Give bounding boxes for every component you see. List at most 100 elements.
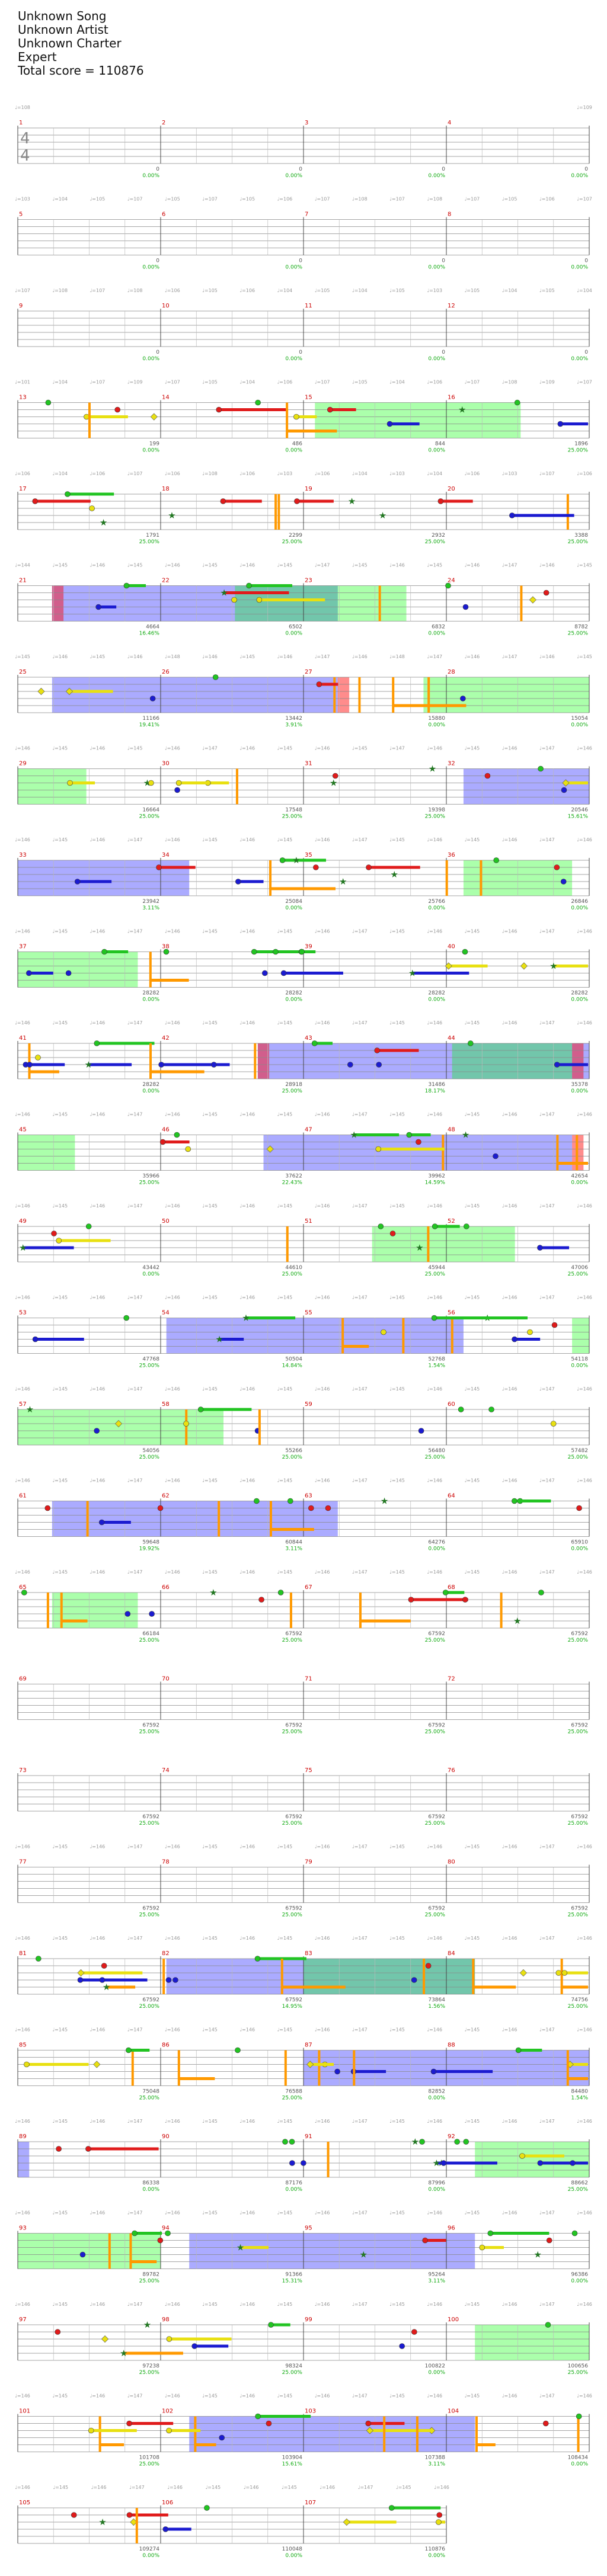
open-note — [341, 1318, 344, 1354]
note — [132, 2230, 138, 2237]
measure-number: 38 — [162, 944, 170, 950]
bpm-marker: ♩=145 — [282, 2485, 297, 2490]
bpm-marker: ♩=104 — [427, 471, 442, 476]
note — [36, 1956, 41, 1962]
note — [45, 399, 52, 406]
measure-percent: 0.00% — [571, 173, 588, 179]
bpm-marker: ♩=146 — [15, 1020, 30, 1026]
measure-score: 107388 — [425, 2455, 446, 2461]
bpm-marker: ♩=145 — [202, 1478, 218, 1484]
sustain-tail — [240, 2246, 269, 2249]
bpm-marker: ♩=146 — [502, 1203, 517, 1209]
measure-score: 11166 — [142, 716, 159, 722]
bpm-marker: ♩=146 — [90, 2027, 106, 2033]
measure-number: 101 — [19, 2408, 30, 2415]
bpm-marker: ♩=145 — [202, 1020, 218, 1026]
open-note — [162, 1959, 165, 1994]
note — [512, 1336, 517, 1343]
sustain-tail — [473, 1985, 516, 1989]
bpm-marker: ♩=145 — [202, 2119, 218, 2124]
bpm-marker: ♩=146 — [239, 1386, 255, 1392]
bpm-marker: ♩=146 — [427, 1936, 442, 1941]
note — [148, 780, 154, 786]
bpm-marker: ♩=147 — [352, 1295, 368, 1300]
bpm-marker: ♩=145 — [277, 2394, 293, 2399]
note — [212, 674, 219, 680]
measure-number: 74 — [162, 1767, 170, 1774]
measure-number: 79 — [305, 1859, 312, 1866]
note — [316, 681, 322, 687]
star-note: ★ — [411, 2136, 419, 2147]
star-note: ★ — [103, 1982, 110, 1992]
note — [273, 949, 279, 955]
measure-number: 14 — [162, 395, 170, 401]
sp-region — [304, 1959, 475, 1994]
sustain-tail — [35, 499, 91, 503]
measure-percent: 25.00% — [139, 1454, 160, 1460]
open-note — [402, 1318, 405, 1354]
measure-number: 99 — [305, 2317, 312, 2323]
open-note — [566, 494, 569, 530]
measure-percent: 0.00% — [142, 173, 159, 179]
bpm-marker: ♩=146 — [90, 1569, 106, 1575]
note — [463, 2139, 469, 2145]
note — [294, 498, 300, 504]
bpm-marker: ♩=146 — [315, 2302, 330, 2307]
bpm-marker: ♩=146 — [502, 1295, 517, 1300]
measure-score: 2299 — [289, 533, 302, 539]
bpm-marker: ♩=145 — [202, 2394, 218, 2399]
bpm-marker: ♩=146 — [427, 2210, 442, 2216]
measure-percent: 0.00% — [428, 997, 445, 1003]
bpm-marker: ♩=107 — [315, 197, 330, 202]
bpm-marker: ♩=145 — [465, 1112, 480, 1117]
note — [431, 1315, 437, 1321]
note — [65, 970, 72, 976]
measure-percent: 25.00% — [568, 1729, 589, 1735]
star-note: ★ — [26, 1404, 34, 1415]
measure-percent: 0.00% — [142, 448, 159, 454]
measure-percent: 3.11% — [428, 2279, 445, 2285]
bpm-marker: ♩=146 — [165, 746, 180, 751]
bpm-marker: ♩=145 — [202, 1295, 218, 1300]
bpm-marker: ♩=106 — [15, 471, 30, 476]
note — [157, 2237, 164, 2244]
measure-percent: 16.46% — [139, 631, 160, 637]
bpm-marker: ♩=107 — [90, 380, 106, 385]
bpm-marker: ♩=147 — [352, 1386, 368, 1392]
note — [527, 1329, 533, 1335]
bpm-marker: ♩=105 — [315, 288, 330, 293]
note — [163, 949, 170, 955]
open-note — [277, 494, 280, 530]
measure-score: 67592 — [142, 1997, 159, 2003]
sustain-tail — [61, 1619, 88, 1623]
bpm-marker: ♩=145 — [52, 1020, 68, 1026]
sustain-tail — [369, 2429, 431, 2432]
star-note: ★ — [220, 588, 228, 598]
bpm-marker: ♩=146 — [239, 1112, 255, 1117]
bpm-marker: ♩=147 — [502, 654, 517, 659]
bpm-marker: ♩=145 — [389, 2027, 405, 2033]
bpm-marker: ♩=146 — [165, 1936, 180, 1941]
note — [436, 2512, 443, 2518]
open-note — [327, 2142, 330, 2177]
note — [561, 787, 567, 793]
measure-percent: 3.11% — [142, 905, 159, 911]
measure-score: 15054 — [571, 716, 588, 722]
bpm-marker: ♩=106 — [239, 288, 255, 293]
measure-percent: 25.00% — [568, 1821, 589, 1827]
bpm-marker: ♩=146 — [15, 1386, 30, 1392]
bpm-marker: ♩=145 — [277, 1478, 293, 1484]
measure-score: 0 — [442, 350, 445, 355]
bpm-marker: ♩=146 — [315, 1478, 330, 1484]
measure-number: 92 — [448, 2133, 455, 2140]
bpm-marker: ♩=145 — [389, 929, 405, 934]
bpm-marker: ♩=147 — [539, 1936, 555, 1941]
note — [279, 857, 286, 863]
star-note: ★ — [209, 1587, 217, 1598]
bpm-marker: ♩=145 — [389, 1386, 405, 1392]
measure-score: 67592 — [428, 1723, 445, 1729]
open-note — [177, 2050, 180, 2086]
bpm-marker: ♩=147 — [127, 1112, 143, 1117]
bpm-marker: ♩=147 — [539, 1295, 555, 1300]
bpm-marker: ♩=145 — [465, 2119, 480, 2124]
